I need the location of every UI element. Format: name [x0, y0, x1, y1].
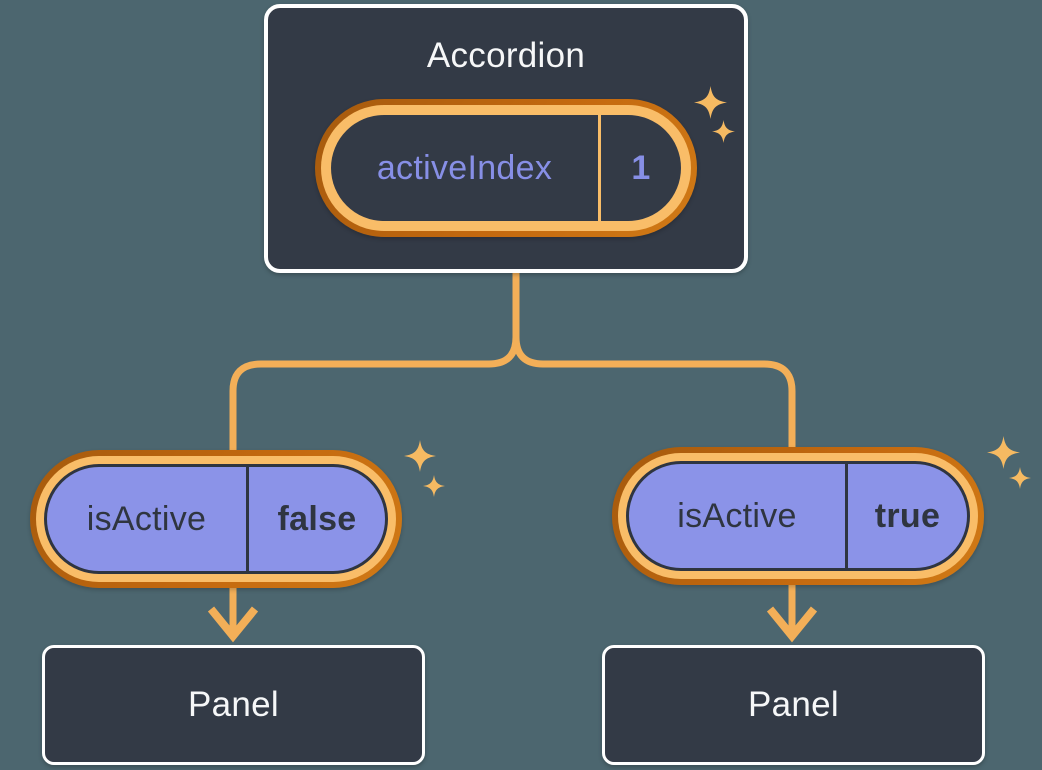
- state-name: activeIndex: [376, 148, 553, 187]
- prop-pill-divider: [246, 467, 249, 571]
- is-active-prop-pill-right: isActive true: [612, 447, 984, 585]
- sparkle-icon: [987, 436, 1020, 469]
- arrow-right-head: [766, 606, 818, 643]
- panel-title: Panel: [187, 685, 280, 724]
- prop-pill-body: isActive true: [626, 461, 970, 571]
- branch-right-line: [512, 270, 796, 455]
- sparkle-icon: [404, 440, 436, 472]
- active-index-state-pill: activeIndex 1: [315, 99, 697, 237]
- prop-pill-divider: [845, 464, 848, 568]
- state-pill-ring: activeIndex 1: [321, 105, 691, 231]
- prop-value: false: [277, 499, 357, 538]
- branch-left-line: [229, 270, 520, 458]
- sparkle-icon: [423, 475, 445, 497]
- prop-name: isActive: [86, 499, 207, 538]
- state-pill-body: activeIndex 1: [331, 115, 681, 221]
- arrow-left-head: [207, 606, 259, 643]
- prop-value: true: [874, 496, 941, 535]
- panel-component-box-left: Panel: [42, 645, 425, 765]
- sparkle-icon: [1009, 467, 1031, 489]
- prop-pill-ring: isActive true: [618, 453, 978, 579]
- prop-name: isActive: [677, 496, 797, 535]
- sparkle-icon: [712, 120, 735, 143]
- panel-component-box-right: Panel: [602, 645, 985, 765]
- panel-title: Panel: [747, 685, 840, 724]
- accordion-title: Accordion: [426, 36, 586, 75]
- sparkle-icon: [694, 86, 727, 119]
- is-active-prop-pill-left: isActive false: [30, 450, 402, 588]
- prop-pill-body: isActive false: [44, 464, 388, 574]
- prop-pill-ring: isActive false: [36, 456, 396, 582]
- state-value: 1: [631, 148, 651, 187]
- state-pill-divider: [598, 115, 601, 221]
